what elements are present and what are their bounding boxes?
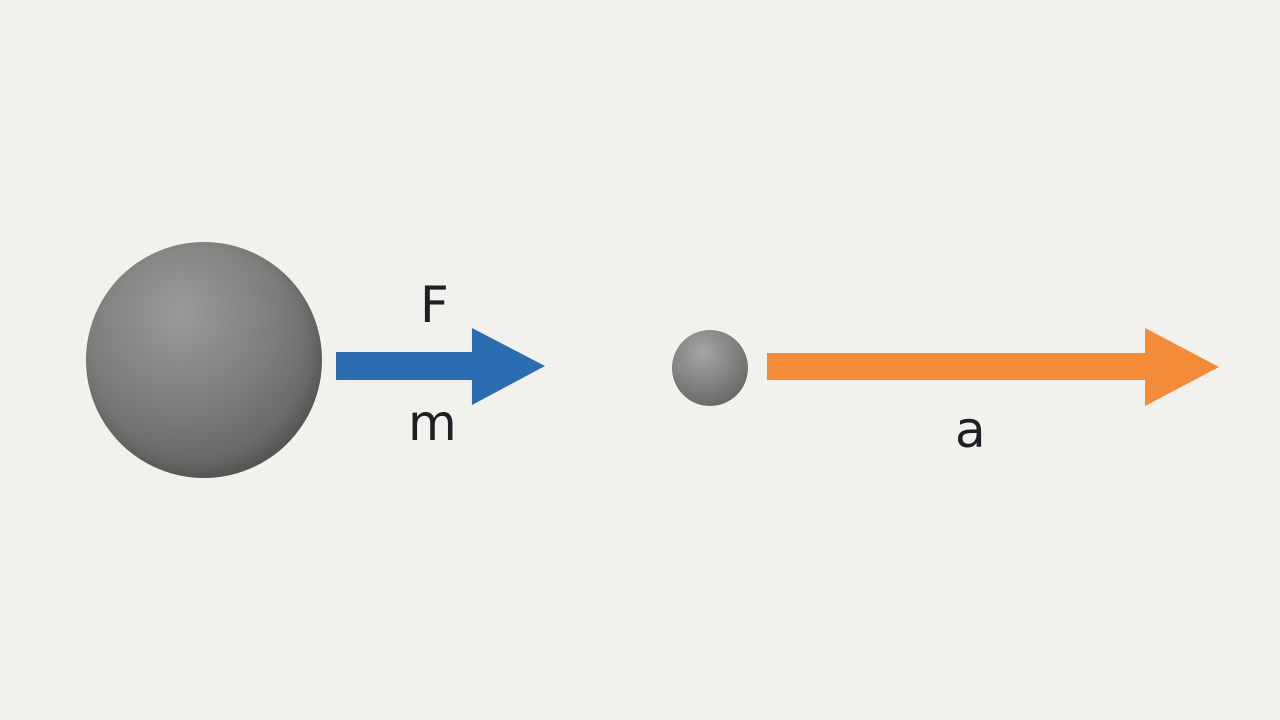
large-mass-sphere bbox=[86, 242, 322, 478]
acceleration-label: a bbox=[955, 401, 986, 459]
force-label: F bbox=[420, 276, 449, 334]
small-mass-sphere bbox=[672, 330, 748, 406]
acceleration-arrow bbox=[767, 328, 1219, 406]
mass-label: m bbox=[408, 394, 457, 452]
force-arrow bbox=[336, 328, 545, 405]
